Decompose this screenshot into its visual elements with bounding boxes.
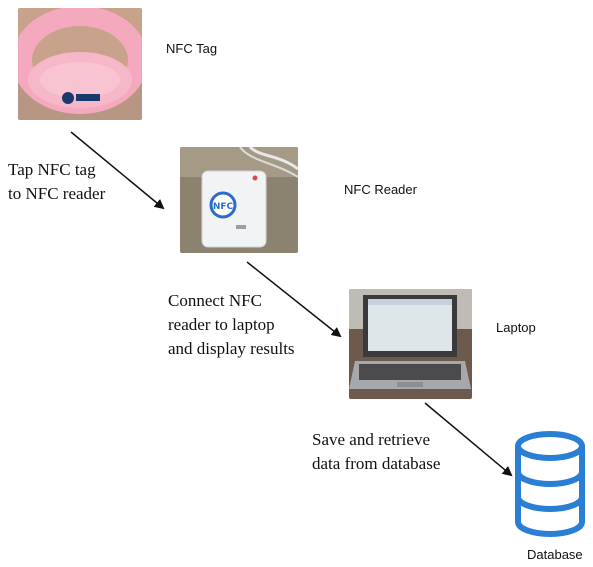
edge-label-tap: Tap NFC tag to NFC reader [8, 158, 105, 206]
nfc-reader-label: NFC Reader [344, 182, 417, 197]
edge-label-connect-line1: Connect NFC [168, 291, 262, 310]
edge-label-save-line1: Save and retrieve [312, 430, 430, 449]
edge-label-connect-line3: and display results [168, 339, 295, 358]
edge-label-connect: Connect NFC reader to laptop and display… [168, 289, 295, 361]
nfc-device-logo: NFC [209, 191, 237, 219]
laptop-screen [368, 299, 452, 351]
database-icon [510, 428, 590, 540]
nfc-logo-icon [62, 92, 100, 104]
edge-label-save-line2: data from database [312, 454, 441, 473]
edge-label-tap-line2: to NFC reader [8, 184, 106, 203]
arrow-tag-to-reader [70, 131, 165, 210]
edge-label-connect-line2: reader to laptop [168, 315, 275, 334]
arrow-laptop-to-database [424, 402, 513, 477]
nfc-tag-photo [18, 8, 142, 120]
edge-label-save: Save and retrieve data from database [312, 428, 440, 476]
nfc-reader-photo: NFC [180, 147, 298, 253]
database-label: Database [527, 547, 583, 562]
nfc-device-text: NFC [213, 202, 234, 212]
arrow-reader-to-laptop [246, 261, 342, 338]
laptop-photo [349, 289, 472, 399]
laptop-label: Laptop [496, 320, 536, 335]
edge-label-tap-line1: Tap NFC tag [8, 160, 96, 179]
nfc-tag-label: NFC Tag [166, 41, 218, 56]
